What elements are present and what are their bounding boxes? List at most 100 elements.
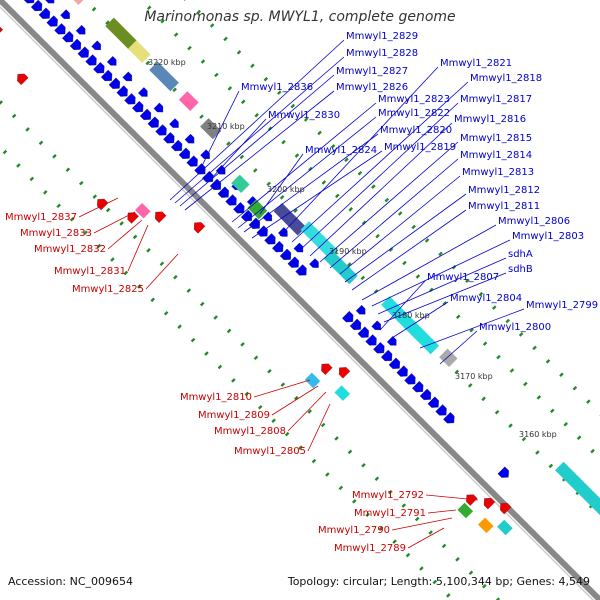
- forward-gene-arrow: [100, 69, 113, 82]
- track-tick-3: [214, 72, 219, 78]
- track-tick-3: [281, 139, 286, 145]
- track-tick-2: [145, 60, 151, 66]
- track-tick-1: [79, 180, 84, 186]
- forward-gene-arrow: [169, 118, 179, 128]
- forward-gene-label: Mmwyl1_2824: [305, 145, 377, 156]
- track-tick-0: [177, 324, 182, 329]
- forward-gene-arrow: [116, 85, 128, 97]
- forward-gene-arrow: [85, 54, 97, 66]
- leader-line: [425, 494, 479, 501]
- feature-block-3: [149, 61, 179, 92]
- track-tick-0: [150, 297, 155, 303]
- track-tick-0: [351, 499, 357, 504]
- forward-gene-arrow: [147, 116, 159, 128]
- forward-gene-arrow: [108, 77, 121, 89]
- track-tick-0: [446, 593, 451, 598]
- forward-gene-arrow: [54, 23, 66, 35]
- track-tick-3: [160, 18, 165, 24]
- reverse-gene-label: Mmwyl1_2837: [5, 212, 77, 223]
- forward-gene-label: Mmwyl1_2803: [512, 231, 584, 242]
- forward-gene-arrow: [264, 233, 276, 245]
- track-tick-0: [96, 243, 102, 249]
- forward-gene-arrow: [262, 211, 273, 222]
- track-tick-2: [454, 369, 460, 375]
- track-tick-3: [335, 193, 340, 199]
- forward-gene-arrow: [60, 9, 70, 19]
- track-tick-2: [91, 6, 97, 12]
- forward-gene-arrow: [93, 62, 105, 74]
- accession-text: Accession: NC_009654: [8, 575, 134, 588]
- forward-gene-label: Mmwyl1_2812: [468, 185, 540, 196]
- track-tick-3: [173, 32, 179, 37]
- reverse-gene-label: Mmwyl1_2831: [54, 266, 126, 277]
- track-tick-3: [375, 233, 380, 239]
- track-tick-0: [56, 203, 61, 209]
- reverse-gene-label: Mmwyl1_2833: [20, 228, 92, 239]
- track-tick-3: [496, 354, 501, 360]
- leader-line: [179, 74, 335, 207]
- feature-block-4: [178, 91, 199, 112]
- forward-gene-arrow: [386, 336, 397, 346]
- track-tick-4: [209, 23, 215, 28]
- track-tick-1: [11, 113, 17, 119]
- forward-gene-label: Mmwyl1_2817: [460, 94, 532, 105]
- track-tick-0: [123, 270, 129, 276]
- track-tick-0: [405, 552, 411, 558]
- track-tick-3: [509, 368, 515, 373]
- track-tick-3: [482, 341, 488, 346]
- track-tick-0: [42, 190, 48, 195]
- reverse-gene-label: Mmwyl1_2805: [234, 446, 306, 457]
- reverse-gene-label: Mmwyl1_2791: [354, 508, 426, 519]
- forward-gene-label: Mmwyl1_2811: [468, 201, 540, 212]
- forward-gene-arrow: [138, 87, 148, 97]
- reverse-feature-block-3: [457, 502, 474, 519]
- forward-gene-arrow: [355, 304, 366, 315]
- forward-gene-arrow: [497, 466, 509, 478]
- forward-gene-arrow: [194, 163, 206, 175]
- track-tick-1: [226, 328, 232, 334]
- forward-gene-label: Mmwyl1_2804: [450, 293, 522, 304]
- forward-gene-label: sdhA: [508, 249, 533, 260]
- track-tick-1: [240, 342, 245, 347]
- track-tick-0: [284, 431, 290, 437]
- feature-block-6: [231, 174, 250, 194]
- track-tick-0: [163, 310, 169, 316]
- track-tick-0: [257, 405, 263, 410]
- forward-gene-label: Mmwyl1_2827: [336, 66, 408, 77]
- forward-gene-arrow: [91, 40, 101, 51]
- forward-gene-arrow: [412, 380, 424, 393]
- forward-gene-label: Mmwyl1_2818: [470, 73, 542, 84]
- feature-block-5: [200, 118, 222, 140]
- reverse-gene-label: Mmwyl1_2790: [318, 525, 390, 536]
- track-tick-2: [481, 396, 486, 402]
- track-tick-0: [271, 418, 276, 423]
- leader-line: [383, 272, 507, 323]
- track-tick-3: [227, 86, 233, 91]
- leader-line: [419, 308, 525, 349]
- track-tick-2: [347, 262, 352, 267]
- track-tick-3: [361, 220, 367, 226]
- track-tick-1: [388, 489, 393, 495]
- track-tick-3: [576, 435, 582, 440]
- track-tick-3: [308, 166, 313, 172]
- leader-line: [259, 153, 304, 215]
- track-tick-3: [388, 247, 394, 252]
- track-tick-2: [239, 154, 245, 160]
- track-tick-3: [348, 207, 353, 212]
- track-tick-1: [374, 476, 380, 481]
- track-tick-1: [267, 368, 272, 374]
- leader-line: [379, 280, 426, 331]
- forward-gene-arrow: [435, 404, 447, 416]
- forward-gene-arrow: [62, 30, 74, 43]
- track-tick-4: [330, 144, 336, 149]
- forward-gene-arrow: [77, 46, 89, 58]
- track-tick-1: [280, 382, 286, 387]
- forward-gene-arrow: [38, 7, 51, 19]
- reverse-feature-block-5: [497, 519, 513, 536]
- track-tick-2: [226, 141, 231, 146]
- track-tick-1: [0, 100, 3, 105]
- track-tick-4: [397, 211, 403, 216]
- track-tick-3: [549, 408, 555, 414]
- track-tick-1: [253, 355, 259, 361]
- forward-gene-arrow: [44, 0, 55, 4]
